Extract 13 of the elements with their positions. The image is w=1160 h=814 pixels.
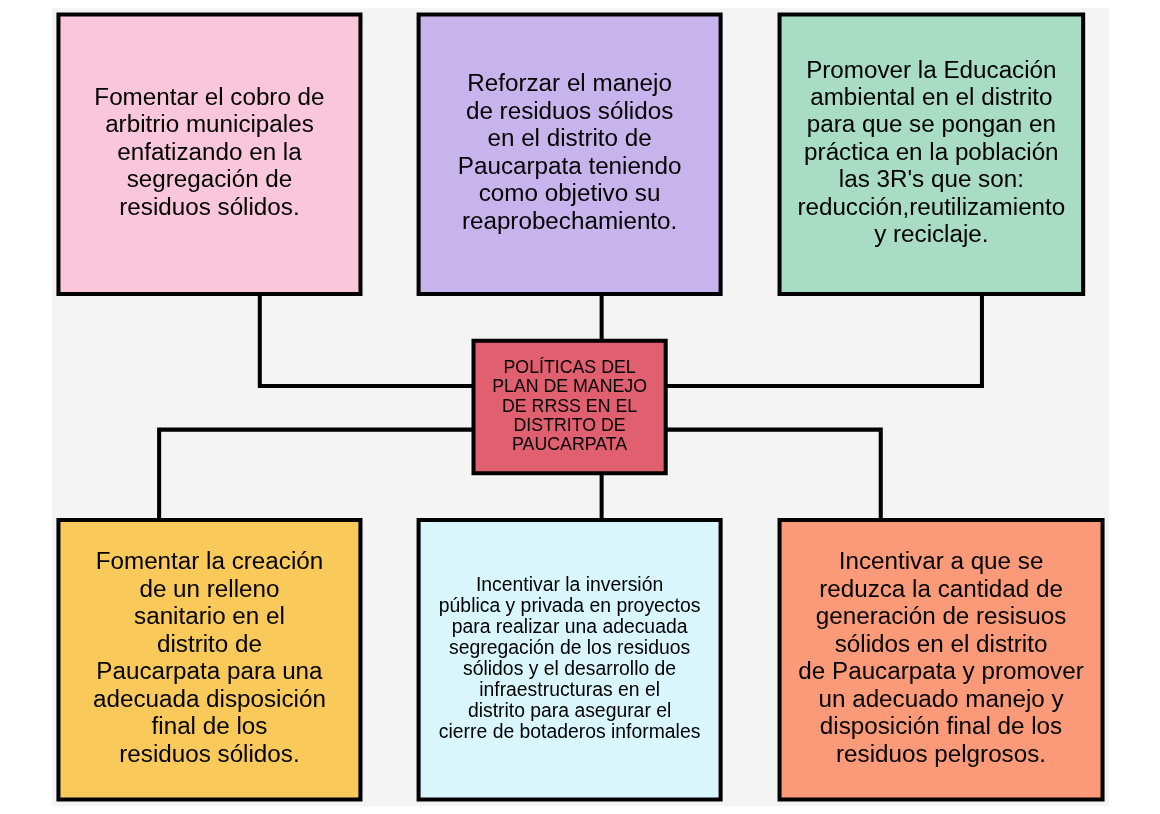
connector	[156, 427, 473, 520]
connector	[665, 427, 883, 520]
node-box: Promover la Educación ambiental en el distrito para que se pongan en práctica en la población las 3R's que son: reducción,reutilizamiento y reciclaje.	[777, 12, 1085, 296]
node-box: Fomentar la creación de un relleno sanitario en el distrito de Paucarpata para una adecuada disposición final de los residuos sólidos.	[55, 518, 362, 802]
node-box: POLÍTICAS DEL PLAN DE MANEJO DE RRSS EN EL DISTRITO DE PAUCARPATA	[471, 338, 668, 476]
node-box: Reforzar el manejo de residuos sólidos en el distrito de Paucarpata teniendo como objetivo su reaprobechamiento.	[416, 12, 723, 296]
node-box: Incentivar la inversión pública y privada en proyectos para realizar una adecuada segregación de los residuos sólidos y el desarrollo de infraestructuras en el distrito para asegurar el cierre de botaderos informales	[416, 518, 723, 802]
connector	[599, 294, 604, 341]
node-box: Incentivar a que se reduzca la cantidad de generación de resisuos sólidos en el distrito de Paucarpata y promover un adecuado manejo y disposición final de los residuos pelgrosos.	[777, 518, 1105, 802]
connector	[599, 473, 604, 520]
connector	[665, 294, 984, 389]
node-box: Fomentar el cobro de arbitrio municipales enfatizando en la segregación de residuos sólidos.	[55, 12, 362, 296]
connector	[257, 294, 473, 389]
